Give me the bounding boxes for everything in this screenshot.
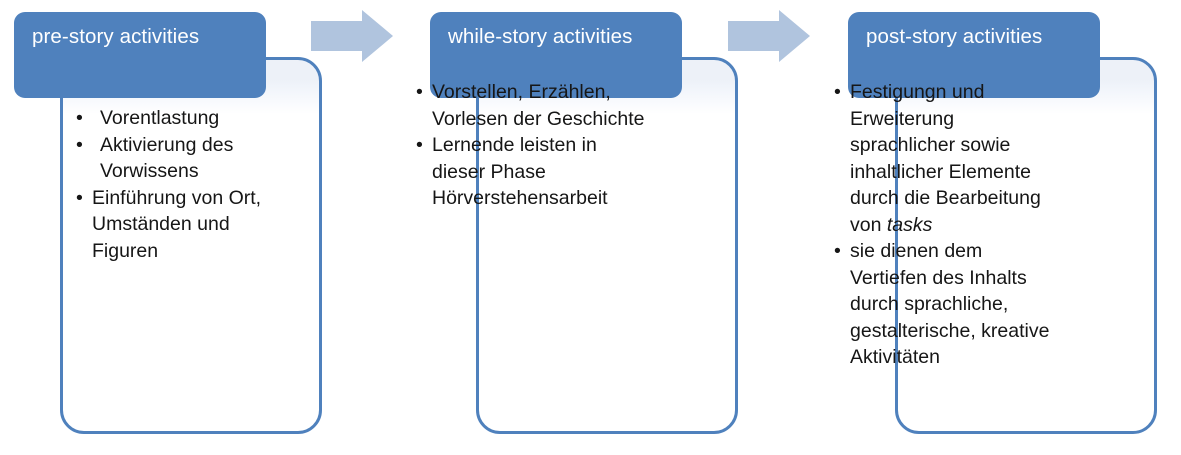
list-item: Festigungn und Erweiterung sprachlicher … — [834, 79, 1062, 238]
stage-header-label: post-story activities — [866, 25, 1043, 48]
list-item: Einführung von Ort, Umständen und Figure… — [76, 185, 291, 265]
list-item: sie dienen dem Vertiefen des Inhalts dur… — [834, 238, 1062, 371]
list-item: Vorstellen, Erzählen, Vorlesen der Gesch… — [416, 79, 646, 132]
stage-header-label: pre-story activities — [32, 25, 200, 48]
bullet-list: Vorentlastung Aktivierung des Vorwissens… — [76, 105, 291, 264]
bullet-list: Vorstellen, Erzählen, Vorlesen der Gesch… — [416, 79, 646, 212]
bullet-text: Lernende leisten in dieser Phase Hörvers… — [432, 134, 608, 209]
list-item: Lernende leisten in dieser Phase Hörvers… — [416, 132, 646, 212]
bullet-text: Einführung von Ort, Umständen und Figure… — [92, 186, 262, 262]
bullet-text: sie dienen dem Vertiefen des Inhalts dur… — [850, 240, 1050, 368]
bullet-text-emphasis: tasks — [886, 213, 933, 236]
list-item: Vorentlastung — [76, 105, 291, 132]
bullet-text: Aktivierung des Vorwissens — [100, 133, 234, 183]
bullet-list: Festigungn und Erweiterung sprachlicher … — [834, 79, 1062, 371]
bullet-text: Vorentlastung — [100, 107, 220, 129]
list-item: Aktivierung des Vorwissens — [76, 132, 291, 185]
right-arrow-icon — [311, 10, 393, 62]
bullet-text: Vorstellen, Erzählen, Vorlesen der Gesch… — [432, 81, 645, 130]
right-arrow-icon — [728, 10, 810, 62]
stage-header-label: while-story activities — [448, 25, 633, 48]
bullet-text: Festigungn und Erweiterung sprachlicher … — [850, 81, 1041, 236]
stage-header-box: pre-story activities — [14, 12, 266, 98]
